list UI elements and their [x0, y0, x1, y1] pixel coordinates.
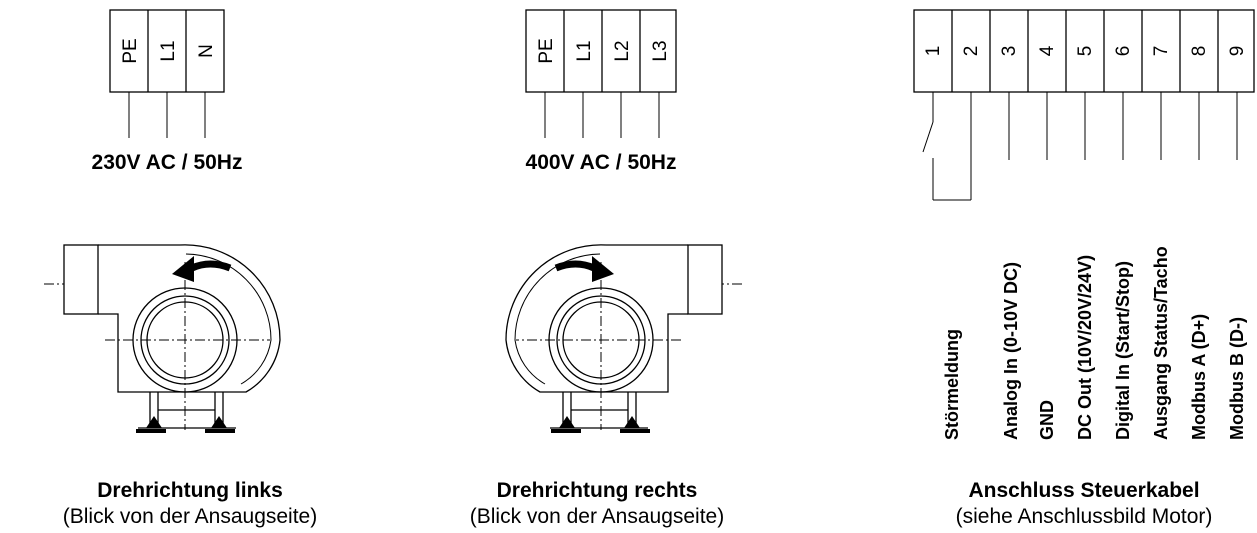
- signal-label-dc-out: DC Out (10V/20V/24V): [1075, 255, 1095, 440]
- control-caption: Anschluss Steuerkabel (siehe Anschlussbi…: [904, 478, 1257, 530]
- control-terminal-3: 3: [999, 46, 1020, 57]
- terminal-l1: L1: [158, 40, 179, 61]
- signal-label-gnd: GND: [1037, 400, 1057, 440]
- control-terminal-2: 2: [961, 46, 982, 57]
- relay-contact-icon: [922, 121, 971, 201]
- terminal-l3: L3: [650, 40, 671, 61]
- terminal-pe: PE: [120, 38, 141, 63]
- terminal-n: N: [196, 44, 217, 58]
- fan-left-subtitle: (Blick von der Ansaugseite): [62, 505, 318, 528]
- voltage-label-400v: 400V AC / 50Hz: [526, 151, 677, 174]
- control-terminal-8: 8: [1189, 46, 1210, 57]
- fan-housing-icon: [44, 244, 281, 433]
- fan-left-caption: Drehrichtung links (Blick von der Ansaug…: [10, 478, 370, 530]
- control-subtitle: (siehe Anschlussbild Motor): [955, 505, 1213, 528]
- rotation-arrow-icon: [554, 256, 614, 282]
- control-terminal-4: 4: [1037, 45, 1058, 56]
- control-terminal-1: 1: [923, 46, 944, 57]
- control-terminal-block: 1 2 3 4 5 6 7 8 9: [913, 9, 1255, 200]
- terminal-l2: L2: [612, 40, 633, 61]
- control-terminal-9: 9: [1227, 46, 1248, 57]
- control-terminal-7: 7: [1151, 46, 1172, 57]
- terminal-pe: PE: [536, 38, 557, 63]
- signal-label-analog-in: Analog In (0-10V DC): [1001, 262, 1021, 440]
- fan-housing-icon: [505, 244, 742, 433]
- signal-label-ausgang-status: Ausgang Status/Tacho: [1151, 246, 1171, 440]
- power-terminal-block-400v: PE L1 L2 L3: [525, 9, 677, 138]
- power-terminal-block-230v: PE L1 N: [109, 9, 225, 138]
- signal-label-digital-in: Digital In (Start/Stop): [1113, 261, 1133, 440]
- control-terminal-5: 5: [1075, 46, 1096, 57]
- fan-right-title: Drehrichtung rechts: [496, 479, 698, 502]
- voltage-label-230v: 230V AC / 50Hz: [92, 151, 243, 174]
- fan-left-title: Drehrichtung links: [97, 479, 283, 502]
- signal-label-modbus-b: Modbus B (D-): [1227, 317, 1247, 440]
- rotation-arrow-icon: [172, 256, 232, 282]
- signal-label-stoermeldung: Störmeldung: [942, 329, 962, 440]
- signal-label-modbus-a: Modbus A (D+): [1189, 314, 1209, 440]
- fan-right-caption: Drehrichtung rechts (Blick von der Ansau…: [417, 478, 777, 530]
- control-terminal-6: 6: [1113, 46, 1134, 57]
- fan-right-subtitle: (Blick von der Ansaugseite): [469, 505, 725, 528]
- control-title: Anschluss Steuerkabel: [968, 479, 1200, 502]
- terminal-l1: L1: [574, 40, 595, 61]
